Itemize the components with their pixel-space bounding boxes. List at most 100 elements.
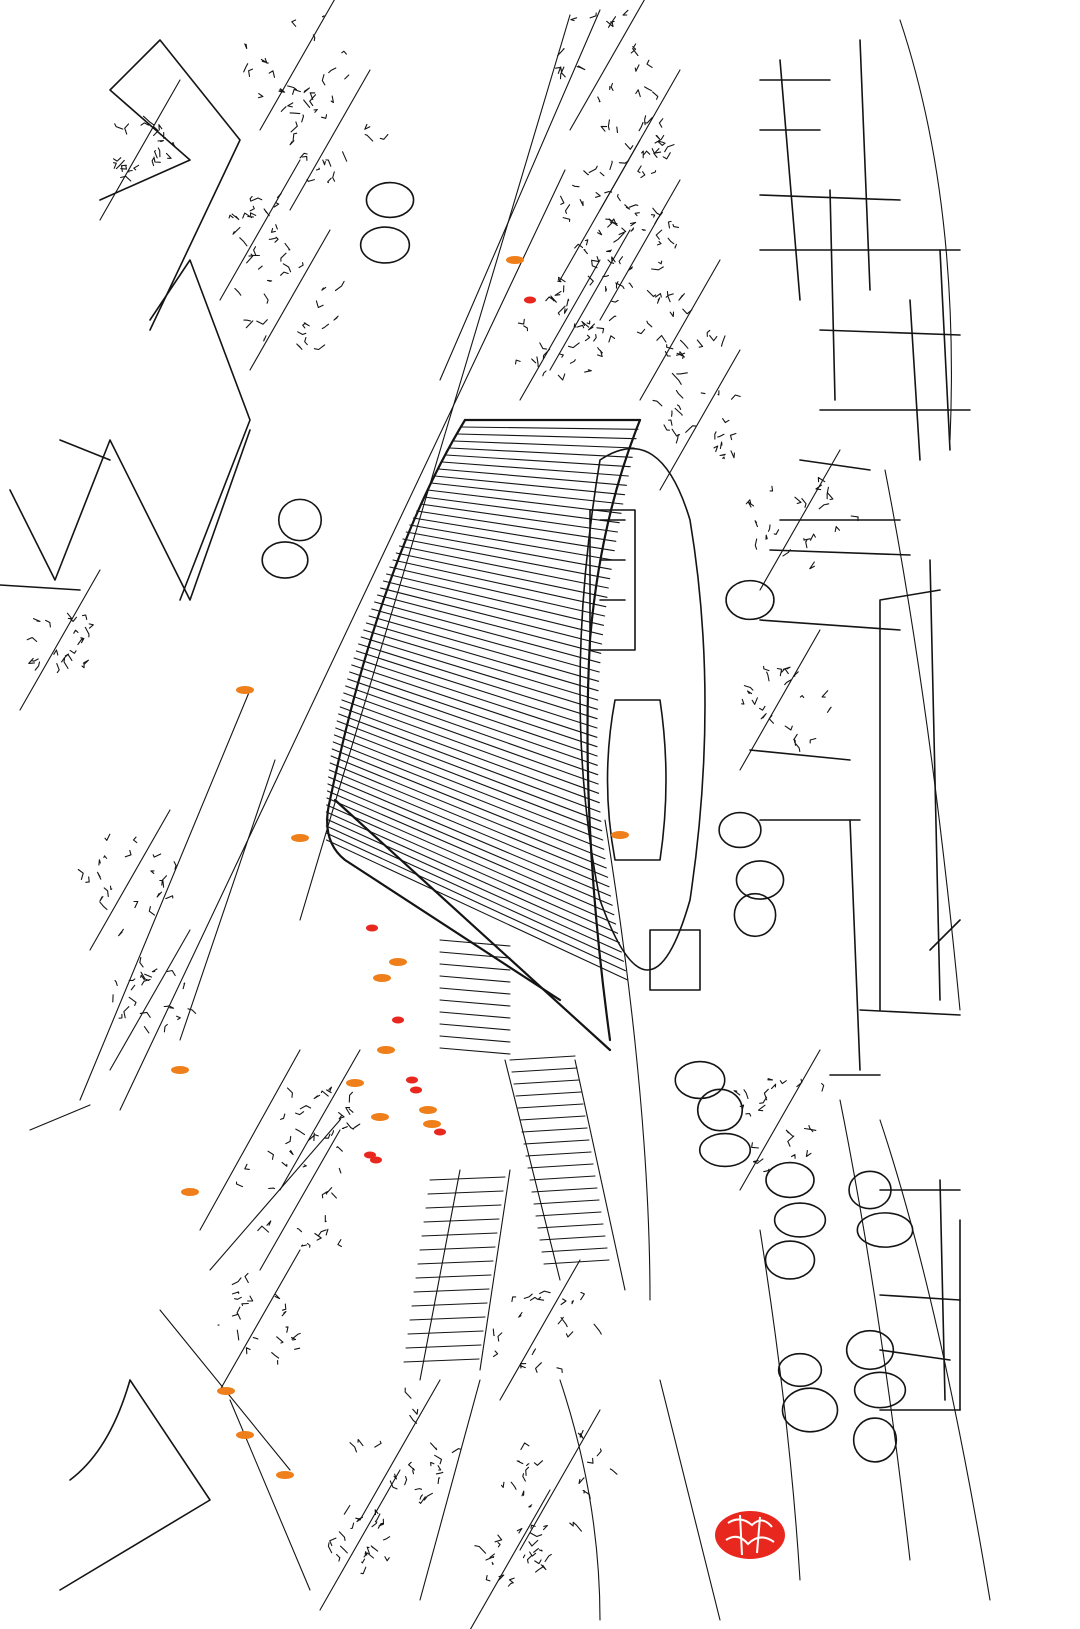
tree-scribble <box>217 1272 301 1365</box>
shrub-loop <box>261 541 309 579</box>
tree-scribble <box>652 389 741 460</box>
roof-slat <box>402 538 611 580</box>
step-line <box>415 1274 492 1279</box>
distant-buildings <box>749 39 971 1411</box>
deck-line <box>439 999 511 1007</box>
step-line <box>517 1103 584 1109</box>
orange-dot <box>276 1471 294 1479</box>
roof-slat <box>460 426 639 430</box>
shrub-loop <box>725 579 775 621</box>
roof-slat <box>326 790 615 916</box>
orange-dot <box>373 974 391 982</box>
step-line <box>523 1139 590 1145</box>
tree-trunk <box>559 139 641 281</box>
step-line <box>403 1358 480 1363</box>
step-line <box>543 1259 610 1265</box>
roof-slat <box>456 433 637 440</box>
roof-outline <box>326 418 642 1052</box>
tree-scribble <box>560 160 639 249</box>
shrub-loop <box>848 1170 892 1210</box>
orange-accents <box>171 256 629 1479</box>
stair-edge <box>419 1169 511 1381</box>
roof-slat <box>331 748 606 860</box>
tree-trunk <box>359 1379 441 1521</box>
roof-slat <box>395 552 608 598</box>
roof-slat <box>363 629 599 701</box>
roof-slat <box>412 517 615 552</box>
roof-slat <box>398 545 609 589</box>
shrub-loop <box>781 1387 839 1433</box>
tree-scribble <box>591 204 679 298</box>
orange-dot <box>236 686 254 694</box>
roof-slat <box>332 741 605 850</box>
tree-scribble <box>26 612 94 674</box>
deck-line <box>439 1011 511 1019</box>
step-line <box>425 1204 502 1209</box>
tree-trunk <box>279 1049 361 1191</box>
roof-slat <box>325 818 622 953</box>
roof-slat <box>333 734 604 841</box>
tree-scribble <box>327 1504 391 1575</box>
red-artist-seal-icon <box>715 1511 785 1559</box>
shrub-loop <box>698 1132 752 1168</box>
stair-edge <box>504 1059 626 1291</box>
roof-slat <box>338 713 601 813</box>
tree-scribble <box>112 956 197 1034</box>
step-line <box>421 1232 498 1237</box>
shrub-loop <box>845 1329 895 1371</box>
shrub-loop <box>853 1371 907 1409</box>
tree-trunk <box>569 0 645 131</box>
deck-line <box>439 939 511 947</box>
roof-slat <box>419 503 619 533</box>
shrub-loop <box>277 498 323 542</box>
deck-line <box>439 1047 511 1055</box>
roof-slat <box>430 482 624 505</box>
tree-trunk <box>89 809 171 951</box>
roof-slat <box>349 671 598 757</box>
roof-slat <box>328 769 610 888</box>
tree-scribble <box>349 1387 462 1504</box>
roof-slat <box>360 636 598 710</box>
shrub-loop <box>359 226 411 264</box>
orange-dot <box>419 1106 437 1114</box>
roof-slat <box>328 776 612 897</box>
red-dot <box>364 1151 376 1159</box>
tree-scribble <box>243 15 350 112</box>
tree-scribble <box>741 665 832 752</box>
tree-trunk <box>519 259 601 401</box>
roof-slat <box>339 706 600 804</box>
orange-dot <box>171 1066 189 1074</box>
roof-slat <box>392 559 607 608</box>
step-line <box>521 1127 588 1133</box>
roof-slat <box>427 489 622 514</box>
tree-trunk <box>219 159 301 301</box>
orange-dot <box>389 958 407 966</box>
step-line <box>429 1176 506 1181</box>
tree-trunk <box>499 1259 581 1401</box>
tree-scribble <box>733 1078 825 1173</box>
step-line <box>515 1091 582 1097</box>
tree-scribble <box>500 1429 618 1532</box>
roof-slat <box>345 685 599 776</box>
tree-trunk <box>259 0 335 131</box>
roof-slat <box>376 594 602 654</box>
shrub-loop <box>674 1060 726 1100</box>
tree-scribble <box>228 192 291 270</box>
step-line <box>405 1344 482 1349</box>
orange-dot <box>423 1120 441 1128</box>
roof-slat <box>386 573 605 626</box>
step-line <box>529 1175 596 1181</box>
roof-slat <box>358 643 598 720</box>
roof-slat <box>353 657 598 738</box>
step-line <box>519 1115 586 1121</box>
tree-scribble <box>474 1527 552 1587</box>
roof-slat <box>326 797 617 925</box>
roof-slat <box>326 804 619 934</box>
tree-scribble <box>77 833 177 937</box>
tree-trunk <box>289 69 371 211</box>
roof-slat <box>355 650 598 729</box>
step-line <box>417 1260 494 1265</box>
roof-slat <box>335 727 603 832</box>
tree-trunk <box>739 1049 821 1191</box>
